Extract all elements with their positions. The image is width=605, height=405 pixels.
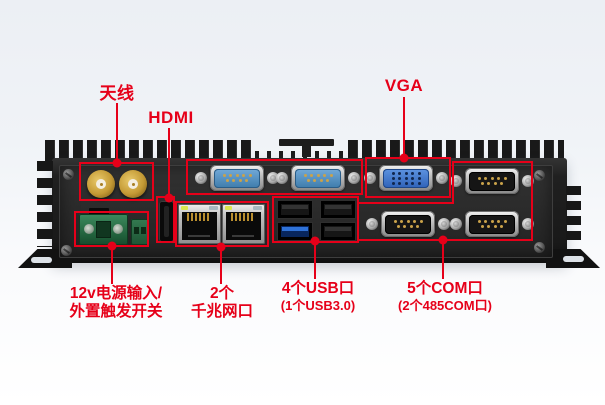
power-label-line1: 12v电源输入/: [69, 285, 163, 302]
dsub-shell: [465, 168, 519, 194]
com-label: 5个COM口 (2个485COM口): [386, 280, 504, 313]
com-label-line2: (2个485COM口): [398, 298, 492, 313]
db9-com-port-black: [366, 211, 450, 237]
lan-label-line2: 千兆网口: [190, 303, 253, 320]
rj45-opening: [226, 212, 261, 240]
terminal-bolt: [113, 224, 123, 234]
panel-screw: [61, 245, 72, 256]
rj45-opening: [182, 212, 217, 240]
terminal-hole: [134, 227, 139, 234]
jack-screw: [522, 175, 534, 187]
jack-screw: [276, 172, 288, 184]
lan-indicator: [253, 206, 262, 210]
jack-screw: [366, 218, 378, 230]
usb2-port: [277, 200, 313, 219]
panel-screw: [63, 169, 74, 180]
jack-screw: [348, 172, 360, 184]
heatsink-fins-top-left: [45, 140, 255, 162]
hdmi-port: [159, 201, 174, 242]
jack-screw: [450, 218, 462, 230]
sma-antenna-connector: [119, 170, 147, 198]
power-label-line2: 外置触发开关: [69, 303, 163, 320]
trigger-switch-terminal: [131, 219, 149, 245]
heatsink-fin-stubs: [255, 151, 348, 162]
rj45-lan-port: [222, 204, 265, 244]
usb3-port: [277, 222, 313, 241]
panel-screw: [534, 242, 545, 253]
terminal-hole: [141, 227, 146, 234]
terminal-bolt: [84, 224, 94, 234]
dsub-shell: [291, 165, 345, 191]
db9-serial-port-blue: [195, 165, 279, 191]
db9-com-port-black: [450, 211, 534, 237]
handle-bar: [279, 139, 334, 146]
heatsink-fins-side-left: [37, 161, 53, 247]
mounting-slot-right: [563, 256, 584, 262]
jack-screw: [450, 175, 462, 187]
usb-label-line2: (1个USB3.0): [280, 298, 356, 313]
dsub-shell: [210, 165, 264, 191]
antenna-label: 天线: [99, 84, 135, 103]
vga-port: [364, 165, 448, 191]
usb-label: 4个USB口 (1个USB3.0): [266, 280, 370, 313]
usb2-port: [320, 222, 356, 241]
lan-indicator: [209, 206, 218, 210]
dsub-shell: [379, 165, 433, 191]
power-label: 12v电源输入/ 外置触发开关: [54, 285, 178, 321]
usb2-port: [320, 200, 356, 219]
lan-led: [225, 206, 232, 210]
vga-label: VGA: [384, 76, 424, 95]
jack-screw: [195, 172, 207, 184]
handle-stem: [302, 145, 311, 157]
hdmi-label: HDMI: [148, 108, 194, 127]
jack-screw: [364, 172, 376, 184]
db9-com-port-black: [450, 168, 534, 194]
com-label-line1: 5个COM口: [407, 280, 483, 297]
jack-screw: [522, 218, 534, 230]
lan-label: 2个 千兆网口: [180, 285, 264, 321]
terminal-center-slot: [96, 221, 111, 238]
db9-serial-port-blue: [276, 165, 360, 191]
usb-label-line1: 4个USB口: [281, 280, 355, 297]
dsub-shell: [465, 211, 519, 237]
rj45-lan-port: [178, 204, 221, 244]
panel-screw: [534, 170, 545, 181]
power-terminal-block: [79, 214, 128, 245]
mounting-slot-left: [31, 257, 52, 263]
lan-label-line1: 2个: [209, 285, 235, 302]
lan-led: [181, 206, 188, 210]
dsub-shell: [381, 211, 435, 237]
jack-screw: [438, 218, 450, 230]
sma-antenna-connector: [87, 170, 115, 198]
heatsink-fins-side-right: [566, 186, 581, 244]
jack-screw: [436, 172, 448, 184]
